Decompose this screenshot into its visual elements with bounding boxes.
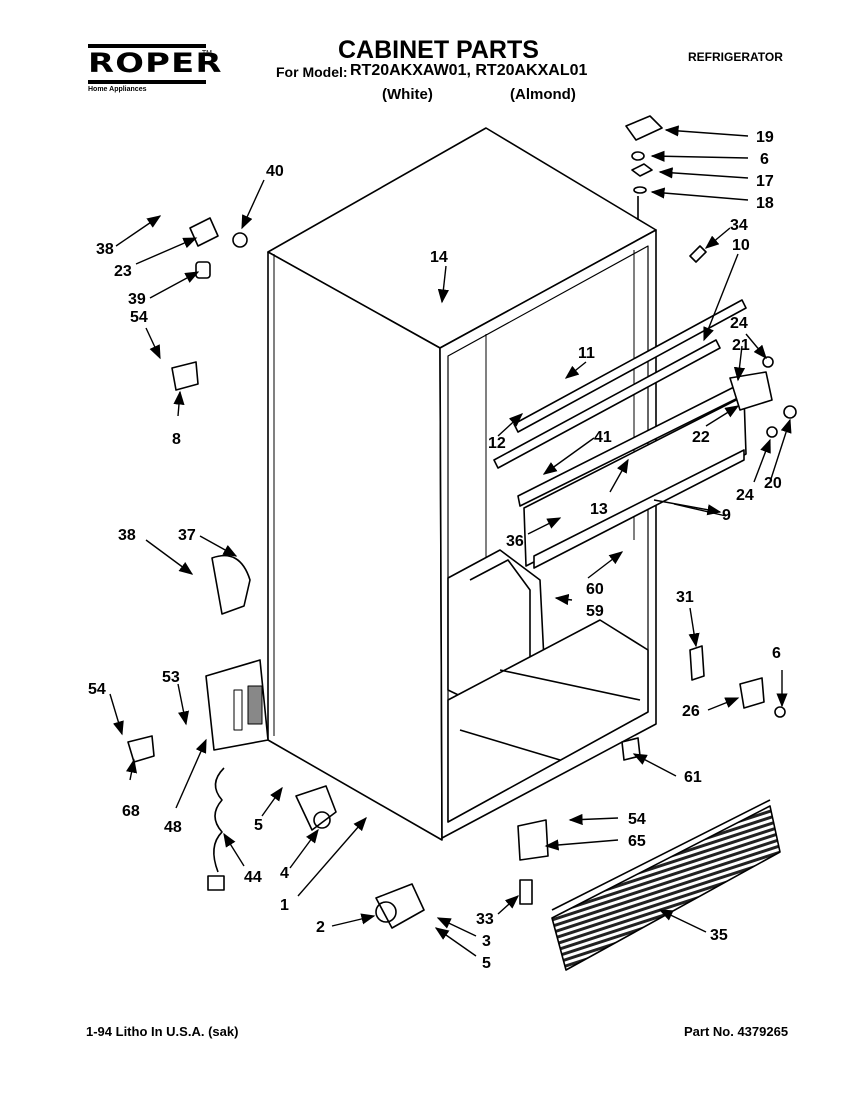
callout-35: 35 xyxy=(710,927,728,944)
callout-18: 18 xyxy=(756,195,774,212)
callout-9: 9 xyxy=(722,507,731,524)
roper-logo: ROPER Home Appliances TM xyxy=(88,42,221,93)
callout-36: 36 xyxy=(506,533,524,550)
callout-3: 3 xyxy=(482,933,491,950)
callout-5-lower: 5 xyxy=(482,955,491,972)
callout-54-top: 54 xyxy=(130,309,148,326)
color-white: (White) xyxy=(382,86,433,103)
callout-23: 23 xyxy=(114,263,132,280)
callout-22: 22 xyxy=(692,429,710,446)
callout-10: 10 xyxy=(732,237,750,254)
callout-65: 65 xyxy=(628,833,646,850)
leader-9 xyxy=(653,499,722,516)
appliance-category: REFRIGERATOR xyxy=(688,50,783,64)
callout-14: 14 xyxy=(430,249,448,266)
callout-2: 2 xyxy=(316,919,325,936)
callout-8: 8 xyxy=(172,431,181,448)
callout-12: 12 xyxy=(488,435,506,452)
callout-4: 4 xyxy=(280,865,289,882)
callout-48: 48 xyxy=(164,819,182,836)
callout-5-upper: 5 xyxy=(254,817,263,834)
brand-subtitle: Home Appliances xyxy=(88,86,147,93)
callout-68: 68 xyxy=(122,803,140,820)
top-hinge-group xyxy=(625,115,707,263)
callout-41: 41 xyxy=(594,429,612,446)
callout-39: 39 xyxy=(128,291,146,308)
callout-31: 31 xyxy=(676,589,694,606)
callout-60: 60 xyxy=(586,581,604,598)
callout-20: 20 xyxy=(764,475,782,492)
right-side-parts xyxy=(517,356,797,861)
callout-21: 21 xyxy=(732,337,750,354)
callout-34: 34 xyxy=(730,217,748,234)
freezer-compartment xyxy=(447,549,649,823)
callout-26: 26 xyxy=(682,703,700,720)
callout-33: 33 xyxy=(476,911,494,928)
callout-54-right: 54 xyxy=(628,811,646,828)
model-prefix: For Model: xyxy=(276,64,348,80)
callout-13: 13 xyxy=(590,501,608,518)
callout-37: 37 xyxy=(178,527,196,544)
callout-40: 40 xyxy=(266,163,284,180)
callout-38-mid: 38 xyxy=(118,527,136,544)
leader-lines xyxy=(109,125,792,957)
callout-6-top: 6 xyxy=(760,151,769,168)
callout-53: 53 xyxy=(162,669,180,686)
callout-6-bottom: 6 xyxy=(772,645,781,662)
callout-19: 19 xyxy=(756,129,774,146)
callout-labels: 19 6 17 18 34 10 40 38 23 39 54 8 14 11 … xyxy=(88,129,782,972)
callout-44: 44 xyxy=(244,869,262,886)
callout-54-left: 54 xyxy=(88,681,106,698)
callout-24-top: 24 xyxy=(730,315,748,332)
callout-61: 61 xyxy=(684,769,702,786)
color-almond: (Almond) xyxy=(510,86,576,103)
callout-59: 59 xyxy=(586,603,604,620)
brand-name: ROPER xyxy=(88,48,223,79)
footer-litho: 1-94 Litho In U.S.A. (sak) xyxy=(86,1024,239,1039)
brand-trademark: TM xyxy=(201,50,212,57)
callout-1: 1 xyxy=(280,897,289,914)
callout-24-bottom: 24 xyxy=(736,487,754,504)
base-grille xyxy=(519,799,781,971)
page-title: CABINET PARTS xyxy=(338,36,539,64)
shelf-rails xyxy=(493,299,747,569)
callout-17: 17 xyxy=(756,173,774,190)
callout-38-top: 38 xyxy=(96,241,114,258)
model-numbers: RT20AKXAW01, RT20AKXAL01 xyxy=(350,62,588,79)
callout-11: 11 xyxy=(578,345,595,362)
footer-part-number: Part No. 4379265 xyxy=(684,1024,789,1039)
